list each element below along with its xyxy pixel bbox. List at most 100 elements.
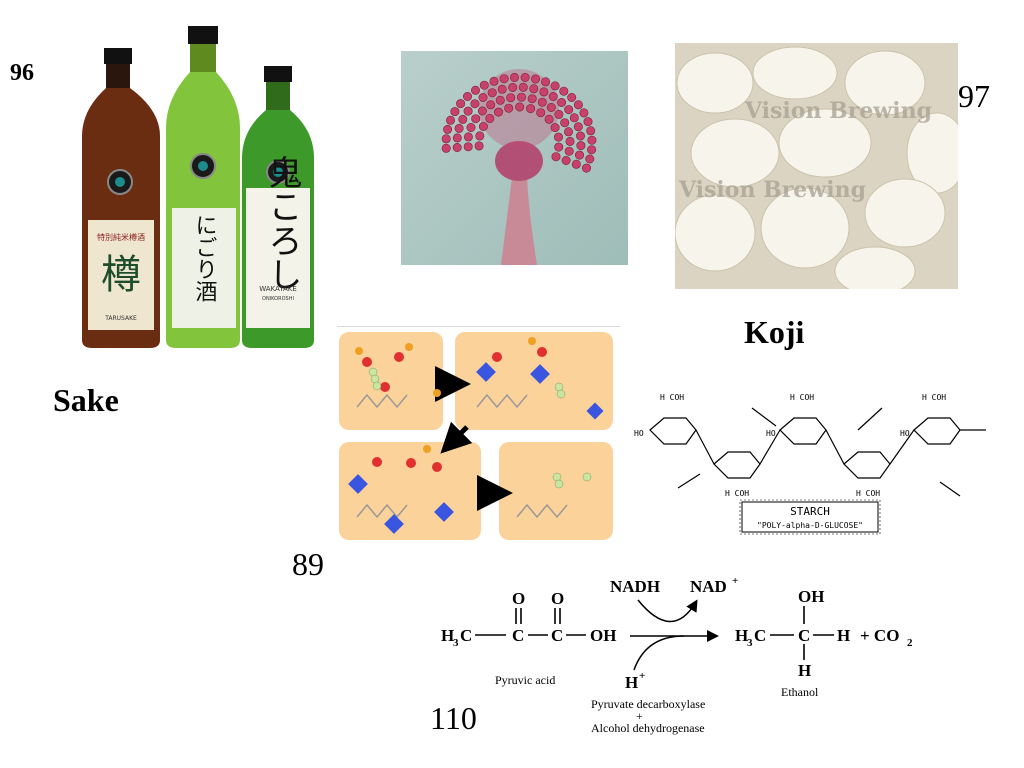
spore [454,123,464,133]
spore [494,107,504,117]
spore [499,74,509,84]
slide-number-97: 97 [958,78,990,114]
spore [463,142,473,152]
product-h-right: H [837,626,850,645]
spore [550,123,560,133]
spore [554,109,564,119]
spore [526,104,536,114]
spore [518,82,528,92]
spore [478,122,488,132]
svg-text:H COH: H COH [790,393,814,402]
product-c: C [754,626,766,645]
product-h-sub: 3 [747,637,753,649]
spore [445,115,455,125]
spore [443,124,453,134]
spore [527,94,537,104]
reactant-h-sub: 3 [453,637,459,649]
nad-sup: + [732,575,738,587]
spore [567,92,577,102]
spore [531,74,541,84]
spore [478,92,488,102]
spore [582,163,592,173]
spore [450,107,460,117]
right-bottle-brand: WAKATAKE [259,285,297,293]
spore [470,99,480,109]
spore [554,132,564,142]
reactant-h: H [441,626,454,645]
slide-number-96: 96 [10,60,34,86]
panel-step-2 [455,332,613,430]
nadh-label: NADH [610,577,660,596]
spore [471,114,481,124]
proton-label: H [625,673,638,692]
enzyme-2-label: Alcohol dehydrogenase [591,721,705,735]
reactant-c: C [460,626,472,645]
koji-rice-photo: Vision Brewing Vision Brewing [675,43,958,289]
spore [585,154,595,164]
spore [441,134,451,144]
spore [529,84,539,94]
spore [539,87,549,97]
sake-bottles-photo: 樽 特別純米樽酒 TARUSAKE にごり酒 鬼ころし WAKATAKE ONI… [68,18,330,350]
svg-text:H COH: H COH [725,489,749,498]
product-c-center: C [798,626,810,645]
spore [510,72,520,82]
spore [456,99,466,109]
spore [587,145,597,155]
nad-label: NAD [690,577,727,596]
aspergillus-micrograph [401,51,628,265]
spore [489,76,499,86]
spore [517,92,527,102]
koji-caption: Koji [744,314,805,350]
spore [463,132,473,142]
spore [477,106,487,116]
spore [564,105,574,115]
proton-sup: + [639,670,645,682]
spore [536,108,546,118]
spore [550,81,560,91]
spore [586,126,596,136]
co2-label: + CO [860,626,899,645]
left-bottle-footer: TARUSAKE [104,315,137,322]
svg-text:H COH: H COH [856,489,880,498]
spore [495,95,505,105]
spore [452,133,462,143]
reactant-c2: C [551,626,563,645]
spore [506,93,516,103]
slide-number-89: 89 [292,546,324,582]
reactant-oh: OH [590,626,616,645]
spore [452,143,462,153]
spore [544,114,554,124]
enzyme-plus: + [636,709,643,723]
watermark-1: Vision Brewing [744,98,932,124]
reactant-c1: C [512,626,524,645]
starch-title: STARCH [790,505,830,518]
spore [571,159,581,169]
sake-caption: Sake [53,382,119,418]
arrow-down-left [440,421,473,454]
spore [474,141,484,151]
product-h: H [735,626,748,645]
spore [497,84,507,94]
ethanol-label: Ethanol [781,685,819,699]
svg-text:HO: HO [766,429,776,438]
spore [541,77,551,87]
right-bottle-sub: ONIKOROSHI [262,296,294,302]
spore [579,108,589,118]
fermentation-reaction: H 3 C C C OH O O NADH NAD + H + H 3 C C … [440,572,940,742]
spore [583,117,593,127]
spore [515,102,525,112]
product-oh: OH [798,587,824,606]
spore [565,136,575,146]
spore [471,85,481,95]
slide-number-110: 110 [430,700,477,736]
spore [548,91,558,101]
right-bottle-kanji: 鬼ころし [262,155,302,291]
spore [559,86,569,96]
middle-bottle-kanji: にごり酒 [192,214,218,302]
spore [551,152,561,162]
spore [561,156,571,166]
spore [573,100,583,110]
product-h-bottom: H [798,661,811,680]
